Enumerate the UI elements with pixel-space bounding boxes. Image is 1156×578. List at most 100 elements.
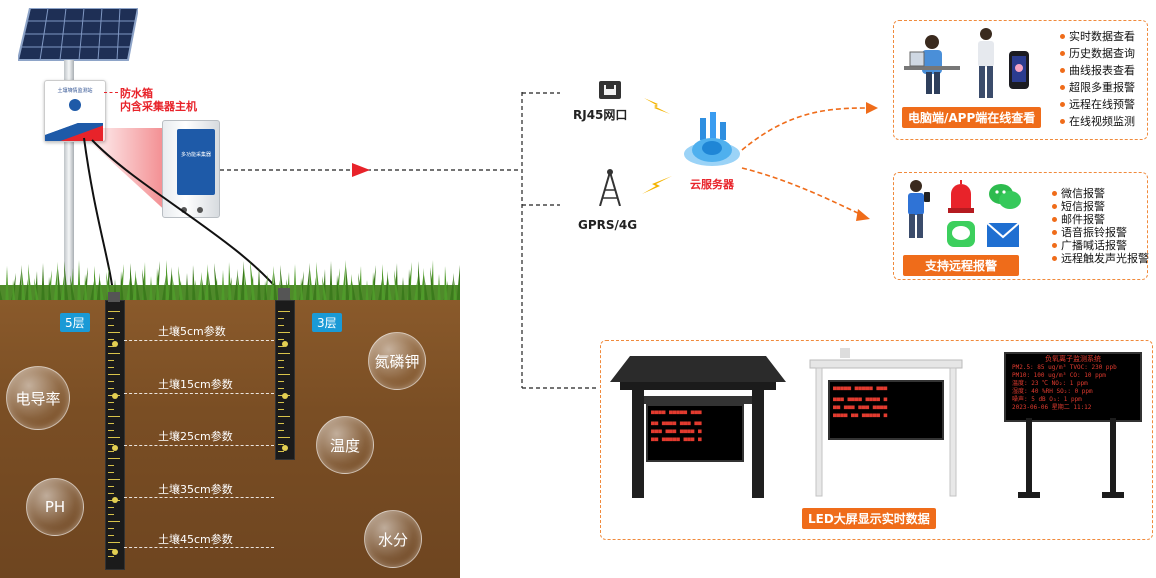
grass-blade: [413, 276, 418, 307]
grass-blade: [382, 264, 386, 307]
list-item: 语音振铃报警: [1052, 226, 1149, 239]
probe-tick: [108, 507, 114, 508]
gprs-label: GPRS/4G: [578, 218, 638, 232]
grass-strip: [0, 260, 460, 307]
grass-blade: [125, 278, 130, 307]
probe-tick: [108, 402, 114, 403]
grass-blade: [168, 267, 172, 307]
probe-tick: [108, 458, 120, 459]
probe-tick: [278, 346, 284, 347]
bullet-icon: [1060, 68, 1065, 73]
probe-tick: [108, 367, 114, 368]
probe-tick: [108, 444, 114, 445]
bullet-icon: [1060, 51, 1065, 56]
grass-blade: [94, 266, 98, 307]
grass-blade: [233, 269, 238, 307]
depth-line: [124, 547, 274, 548]
bullet-icon: [1060, 34, 1065, 39]
probe-sensor-dot: [282, 393, 288, 399]
grass-blade: [185, 273, 189, 307]
grass-blade: [312, 277, 316, 307]
led-screen-title: 负氧离子监测系统: [1045, 355, 1101, 363]
led-screen-line: 湿度: 40 %RH SO₂: 0 ppm: [1012, 388, 1093, 395]
list-item-label: 实时数据查看: [1069, 30, 1135, 43]
probe-sensor-dot: [112, 445, 118, 451]
led-screen-line: PM2.5: 85 ug/m³ TVOC: 230 ppb: [1012, 364, 1117, 371]
rj45-label: RJ45网口: [573, 108, 628, 122]
probe-tick: [108, 493, 114, 494]
bullet-icon: [1052, 256, 1057, 261]
probe-tick: [278, 325, 284, 326]
led-screen-line: 噪声: 5 dB O₃: 1 ppm: [1012, 396, 1082, 403]
grass-blade: [244, 268, 249, 307]
grass-blade: [149, 276, 153, 307]
probe-tick: [108, 311, 120, 312]
rj45-port-icon: [599, 81, 621, 99]
probe-tick: [278, 444, 284, 445]
depth-param-45cm: 土壤45cm参数: [158, 533, 233, 546]
probe-tick: [108, 486, 114, 487]
depth-param-15cm: 土壤15cm参数: [158, 378, 233, 391]
box-stripe: [45, 123, 103, 141]
grass-blade: [444, 266, 448, 307]
bullet-icon: [1060, 119, 1065, 124]
list-item-label: 远程触发声光报警: [1061, 252, 1149, 265]
bullet-icon: [1060, 102, 1065, 107]
probe-tick: [278, 381, 284, 382]
probe-tick: [278, 416, 290, 417]
list-item: 超限多重报警: [1060, 79, 1135, 96]
depth-line: [124, 497, 274, 498]
logo-icon: [69, 99, 81, 111]
mobile-user-icon: [978, 28, 994, 98]
probe-tick: [108, 332, 120, 333]
layer-badge-5: 5层: [60, 313, 90, 332]
probe-tick: [108, 556, 114, 557]
probe-tick: [278, 409, 284, 410]
probe-tick: [278, 339, 284, 340]
led-display-label: LED大屏显示实时数据: [802, 508, 936, 529]
sms-icon: [947, 221, 975, 247]
bubble-conductivity: 电导率: [6, 366, 70, 430]
led-billboard-frame: [809, 348, 963, 497]
grass-blade: [228, 262, 232, 307]
probe-tick: [108, 521, 120, 522]
grass-blade: [336, 275, 340, 307]
collector-title: 多功能采集器: [180, 152, 211, 158]
probe-tick: [108, 430, 114, 431]
grass-blade: [250, 260, 256, 307]
probe-tick: [278, 430, 284, 431]
cloud-server-icon: [684, 112, 740, 166]
grass-blade: [34, 278, 40, 307]
list-item: 远程触发声光报警: [1052, 252, 1149, 265]
siren-icon: [948, 180, 974, 213]
probe-cap: [278, 288, 290, 300]
bullet-icon: [1052, 230, 1057, 235]
list-item-label: 语音振铃报警: [1061, 226, 1127, 239]
grass-blade: [166, 260, 170, 307]
collector-host: 多功能采集器: [162, 120, 220, 218]
grass-blade: [322, 276, 328, 307]
grass-blade: [120, 271, 124, 307]
signal-bolt-icon: [642, 176, 672, 194]
cell-tower-icon: [599, 169, 621, 206]
probe-tick: [108, 451, 114, 452]
probe-tick: [278, 360, 284, 361]
grass-blade: [430, 267, 436, 307]
pc-user-icon: [904, 35, 960, 94]
grass-blade: [456, 265, 460, 307]
grass-blade: [142, 269, 148, 307]
list-item-label: 广播喊话报警: [1061, 239, 1127, 252]
connector-icon: [197, 207, 203, 213]
grass-blade: [130, 263, 134, 307]
signal-bolt-icon: [644, 98, 670, 114]
probe-tick: [108, 416, 120, 417]
probe-tick: [108, 472, 114, 473]
list-item-label: 曲线报表查看: [1069, 64, 1135, 77]
list-item: 历史数据查询: [1060, 45, 1135, 62]
grass-blade: [316, 262, 321, 307]
probe-tick: [108, 542, 120, 543]
grass-blade: [64, 261, 69, 307]
station-pole: [64, 60, 74, 300]
probe-tick: [108, 346, 114, 347]
